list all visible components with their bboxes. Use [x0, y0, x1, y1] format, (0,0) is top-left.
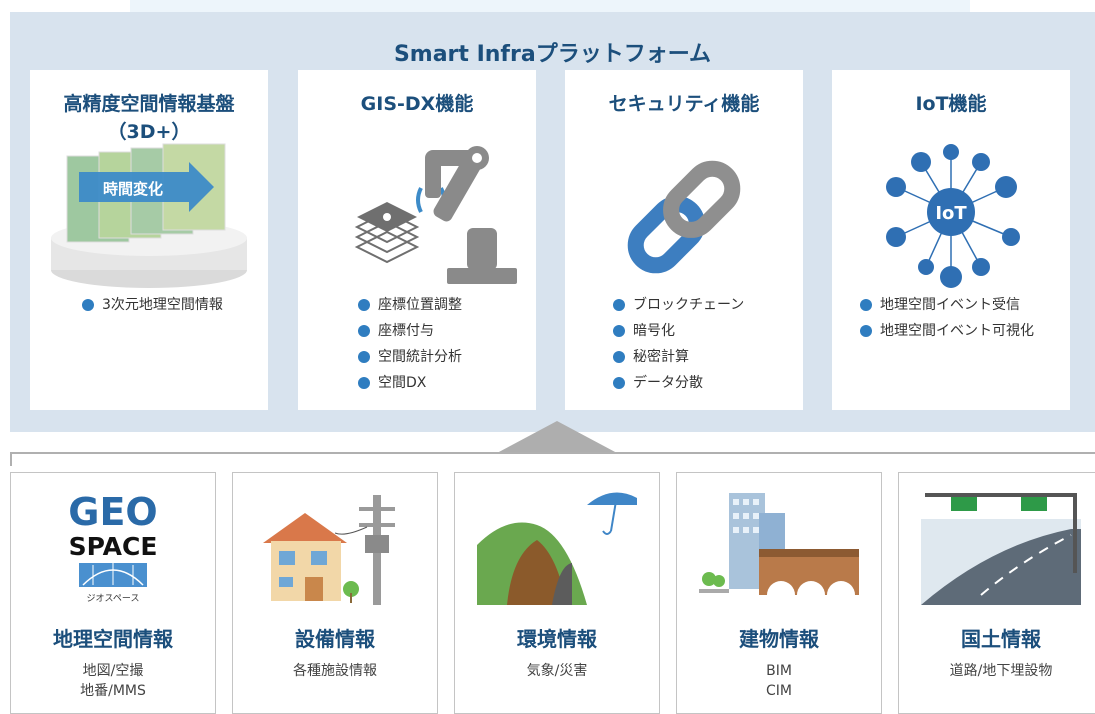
source-sub-line: 地番/MMS	[80, 683, 146, 699]
source-subtitle: 気象/災害	[455, 661, 659, 681]
source-subtitle: BIM CIM	[677, 661, 881, 701]
source-subtitle: 各種施設情報	[233, 661, 437, 681]
source-subtitle: 地図/空撮 地番/MMS	[11, 661, 215, 701]
function-card-gisdx: GIS-DX機能 座標位置調整 座標付与	[298, 70, 536, 410]
bullet-item: ブロックチェーン	[613, 292, 744, 318]
function-title: IoT機能	[915, 93, 987, 115]
source-title: 設備情報	[295, 627, 375, 651]
chain-link-icon	[627, 160, 741, 274]
geospace-logo: GEO SPACE ジオスペース	[68, 485, 158, 604]
highway-icon	[921, 493, 1081, 605]
bullet-item: 秘密計算	[613, 344, 744, 370]
bullet-item: 座標位置調整	[358, 292, 462, 318]
source-sub-line: 気象/災害	[526, 663, 588, 679]
source-card-environment: 環境情報 気象/災害	[454, 472, 660, 714]
svg-text:GEO: GEO	[68, 490, 157, 534]
platform-panel: Smart Infraプラットフォーム 高精度空間情報基盤 （3D+） 時間変化…	[10, 12, 1095, 432]
top-glow	[130, 0, 970, 12]
source-card-national-land: 国土情報 道路/地下埋設物	[898, 472, 1095, 714]
bullet-item: 空間統計分析	[358, 344, 462, 370]
source-card-geospatial: GEO SPACE ジオスペース 地理空間情報 地図/空撮 地番/MMS	[10, 472, 216, 714]
function-title: GIS-DX機能	[360, 93, 474, 115]
bracket-line	[10, 452, 1095, 454]
source-card-facility: 設備情報 各種施設情報	[232, 472, 438, 714]
svg-text:ジオスペース: ジオスペース	[87, 593, 140, 604]
platform-title: Smart Infraプラットフォーム	[393, 42, 712, 67]
robot-arm-layers-icon	[354, 146, 517, 284]
function-title: セキュリティ機能	[608, 93, 760, 115]
bullet-item: 座標付与	[358, 318, 462, 344]
source-sub-line: BIM	[766, 663, 792, 679]
function-card-iot: IoT機能 IoT 地理空間イベント受信 地理空間イベント可視化	[832, 70, 1070, 410]
function-title-line1: 高精度空間情報基盤	[63, 93, 235, 115]
svg-text:SPACE: SPACE	[69, 532, 158, 561]
bullet-item: 空間DX	[358, 370, 462, 396]
building-bridge-icon	[699, 493, 859, 605]
bullet-item: 地理空間イベント受信	[860, 292, 1034, 318]
time-change-3d-map-icon: 時間変化	[51, 143, 247, 288]
source-sub-line: CIM	[766, 683, 792, 699]
bullet-item: 地理空間イベント可視化	[860, 318, 1034, 344]
source-sub-line: 各種施設情報	[293, 663, 377, 679]
landslide-umbrella-icon	[477, 492, 637, 605]
source-title: 国土情報	[961, 627, 1041, 651]
source-card-building: 建物情報 BIM CIM	[676, 472, 882, 714]
house-utility-pole-icon	[263, 495, 395, 605]
source-sub-line: 道路/地下埋設物	[949, 663, 1053, 679]
bullet-item: 3次元地理空間情報	[82, 292, 223, 318]
bracket-tick	[10, 452, 12, 466]
time-change-label: 時間変化	[103, 180, 163, 198]
function-title: 高精度空間情報基盤 （3D+）	[30, 90, 268, 146]
source-title: 地理空間情報	[53, 627, 173, 651]
iot-center-label: IoT	[935, 203, 967, 224]
source-title: 建物情報	[739, 627, 819, 651]
function-title-line2: （3D+）	[107, 121, 191, 143]
source-sub-line: 地図/空撮	[82, 663, 144, 679]
function-card-security: セキュリティ機能 ブロックチェーン 暗号化 秘密計算 データ分散	[565, 70, 803, 410]
up-arrow-icon	[497, 421, 617, 453]
function-card-3d: 高精度空間情報基盤 （3D+） 時間変化 3次元地理空間情報	[30, 70, 268, 410]
bullet-item: データ分散	[613, 370, 744, 396]
source-title: 環境情報	[517, 627, 597, 651]
bullet-item: 暗号化	[613, 318, 744, 344]
source-subtitle: 道路/地下埋設物	[899, 661, 1095, 681]
iot-network-icon: IoT	[886, 144, 1020, 288]
